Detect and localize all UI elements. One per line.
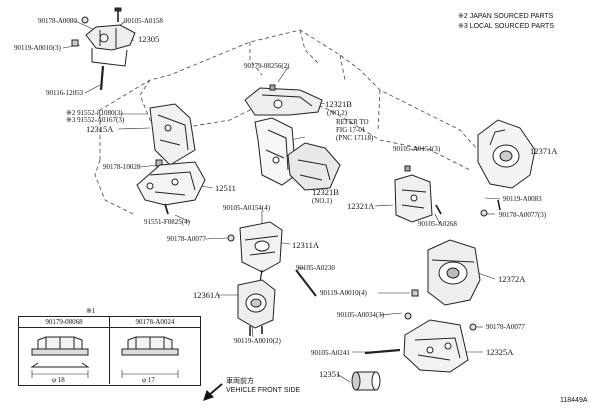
part-label[interactable]: 90116-12053: [46, 89, 84, 97]
bracket-12325A: [364, 312, 477, 373]
sourcing-notes: ※2 JAPAN SOURCED PARTS ※3 LOCAL SOURCED …: [458, 12, 554, 32]
part-label[interactable]: 90105-A0230: [296, 264, 335, 272]
part-label[interactable]: 12311A: [292, 240, 320, 250]
flange-nut-icon: [30, 336, 90, 368]
nut-dimension: φ 17: [142, 376, 155, 384]
flange-nut-icon: [121, 336, 179, 356]
bracket-12321B-no1: [287, 142, 341, 191]
dimension-lines: [31, 370, 179, 378]
part-label[interactable]: 90119-A0083: [503, 195, 542, 203]
part-label[interactable]: REFER TO: [336, 118, 369, 126]
part-label[interactable]: 12321B: [312, 187, 339, 197]
part-label[interactable]: 12361A: [193, 290, 221, 300]
nut-table: 90179-08068 90178-A0024: [18, 316, 201, 386]
mount-12372A: [411, 239, 481, 306]
part-label[interactable]: 12372A: [498, 274, 526, 284]
part-label[interactable]: 90105-A0241: [311, 349, 350, 357]
part-label[interactable]: 12315A: [86, 124, 114, 134]
part-label[interactable]: 12371A: [530, 146, 558, 156]
part-label[interactable]: (PNC 17118): [336, 134, 374, 142]
part-label[interactable]: 90178-A0080: [38, 17, 77, 25]
part-label[interactable]: 90105-A0154(4): [223, 204, 271, 212]
nut-part-number[interactable]: 90178-A0024: [110, 317, 200, 328]
part-label[interactable]: 12321A: [347, 201, 375, 211]
bracket-middle: [254, 117, 297, 186]
bracket-12305: [71, 7, 136, 91]
part-label[interactable]: 12511: [215, 183, 236, 193]
part-label[interactable]: FIG 17-01: [336, 126, 366, 134]
mount-12311A: [227, 221, 317, 297]
note-local: ※3 LOCAL SOURCED PARTS: [458, 23, 554, 30]
part-label[interactable]: (NO.2): [327, 109, 348, 117]
mount-12361A: [237, 279, 276, 336]
nut-part-number[interactable]: 90179-08068: [19, 317, 109, 328]
part-label[interactable]: 90178-A0077(3): [499, 211, 547, 219]
part-label[interactable]: ※3 91552-A0167(3): [66, 116, 125, 124]
part-label[interactable]: 90119-A0010(4): [320, 289, 367, 297]
note-japan: ※2 JAPAN SOURCED PARTS: [458, 13, 554, 20]
bracket-12321B-no2: [244, 84, 323, 116]
front-label-en: VEHICLE FRONT SIDE: [226, 387, 301, 394]
front-label-jp: 車両前方: [226, 378, 254, 385]
nut-table-col-1: 90179-08068: [19, 317, 109, 384]
part-label[interactable]: 91551-F0825(4): [144, 218, 190, 226]
table-marker: ※1: [86, 307, 96, 315]
part-label[interactable]: 90105-A0034(3): [337, 311, 385, 319]
nut-dimension: φ 18: [52, 376, 65, 384]
part-label[interactable]: 12351: [319, 369, 341, 379]
part-label[interactable]: (NO.1): [312, 197, 333, 205]
figure-id: 118449A: [560, 397, 588, 404]
part-label[interactable]: 12325A: [486, 347, 514, 357]
part-label[interactable]: 90105-A0154(3): [393, 145, 441, 153]
part-label[interactable]: 12321B: [325, 99, 352, 109]
part-label[interactable]: 12305: [138, 34, 160, 44]
part-label[interactable]: 90178-10028: [103, 163, 141, 171]
part-12351: [351, 371, 381, 391]
bracket-12315A: [149, 103, 196, 167]
mount-12371A: [477, 119, 536, 217]
part-label[interactable]: 90119-A0010(2): [234, 337, 281, 345]
nut-table-col-2: 90178-A0024: [109, 317, 200, 384]
part-label[interactable]: 90119-A0010(3): [14, 44, 61, 52]
front-arrow-icon: [203, 383, 223, 401]
part-label[interactable]: 90178-A0077: [167, 235, 206, 243]
part-label[interactable]: 90179-08256(2): [244, 62, 290, 70]
part-label[interactable]: ※2 91552-81080(3): [66, 109, 123, 117]
part-label[interactable]: 90178-A0077: [486, 323, 525, 331]
part-label[interactable]: 90105-A0158: [124, 17, 163, 25]
part-label[interactable]: 90105-A0268: [418, 220, 457, 228]
bracket-12511: [136, 161, 206, 215]
bracket-12321A: [394, 165, 442, 223]
